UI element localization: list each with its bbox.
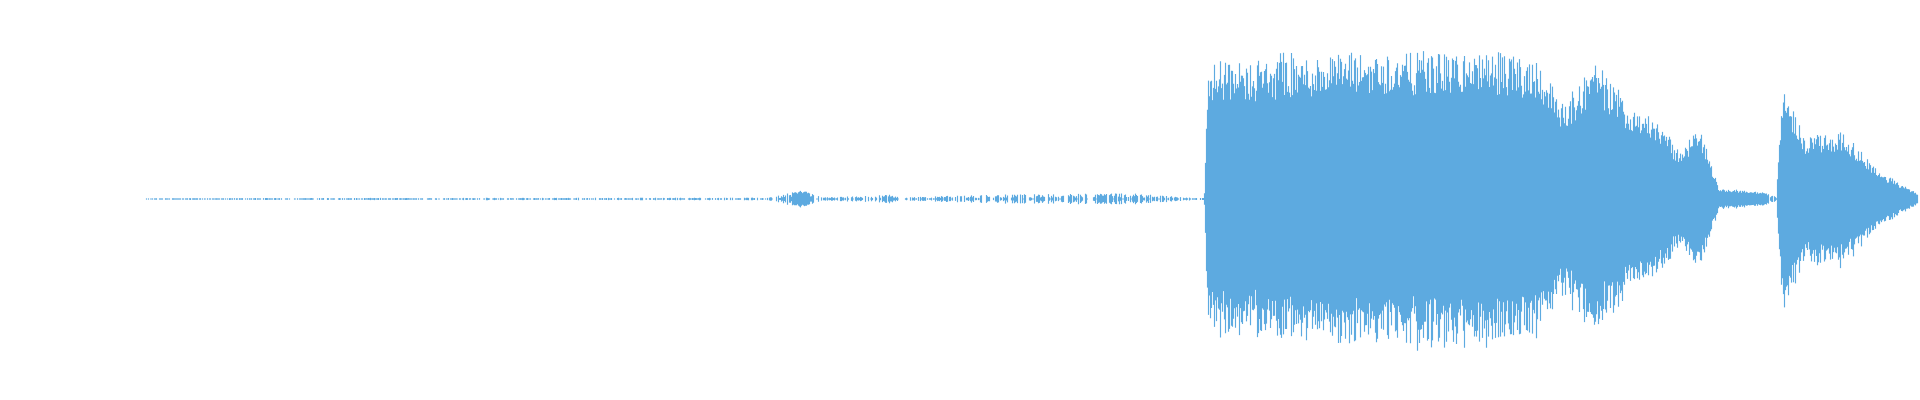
waveform-path [145,51,1919,351]
